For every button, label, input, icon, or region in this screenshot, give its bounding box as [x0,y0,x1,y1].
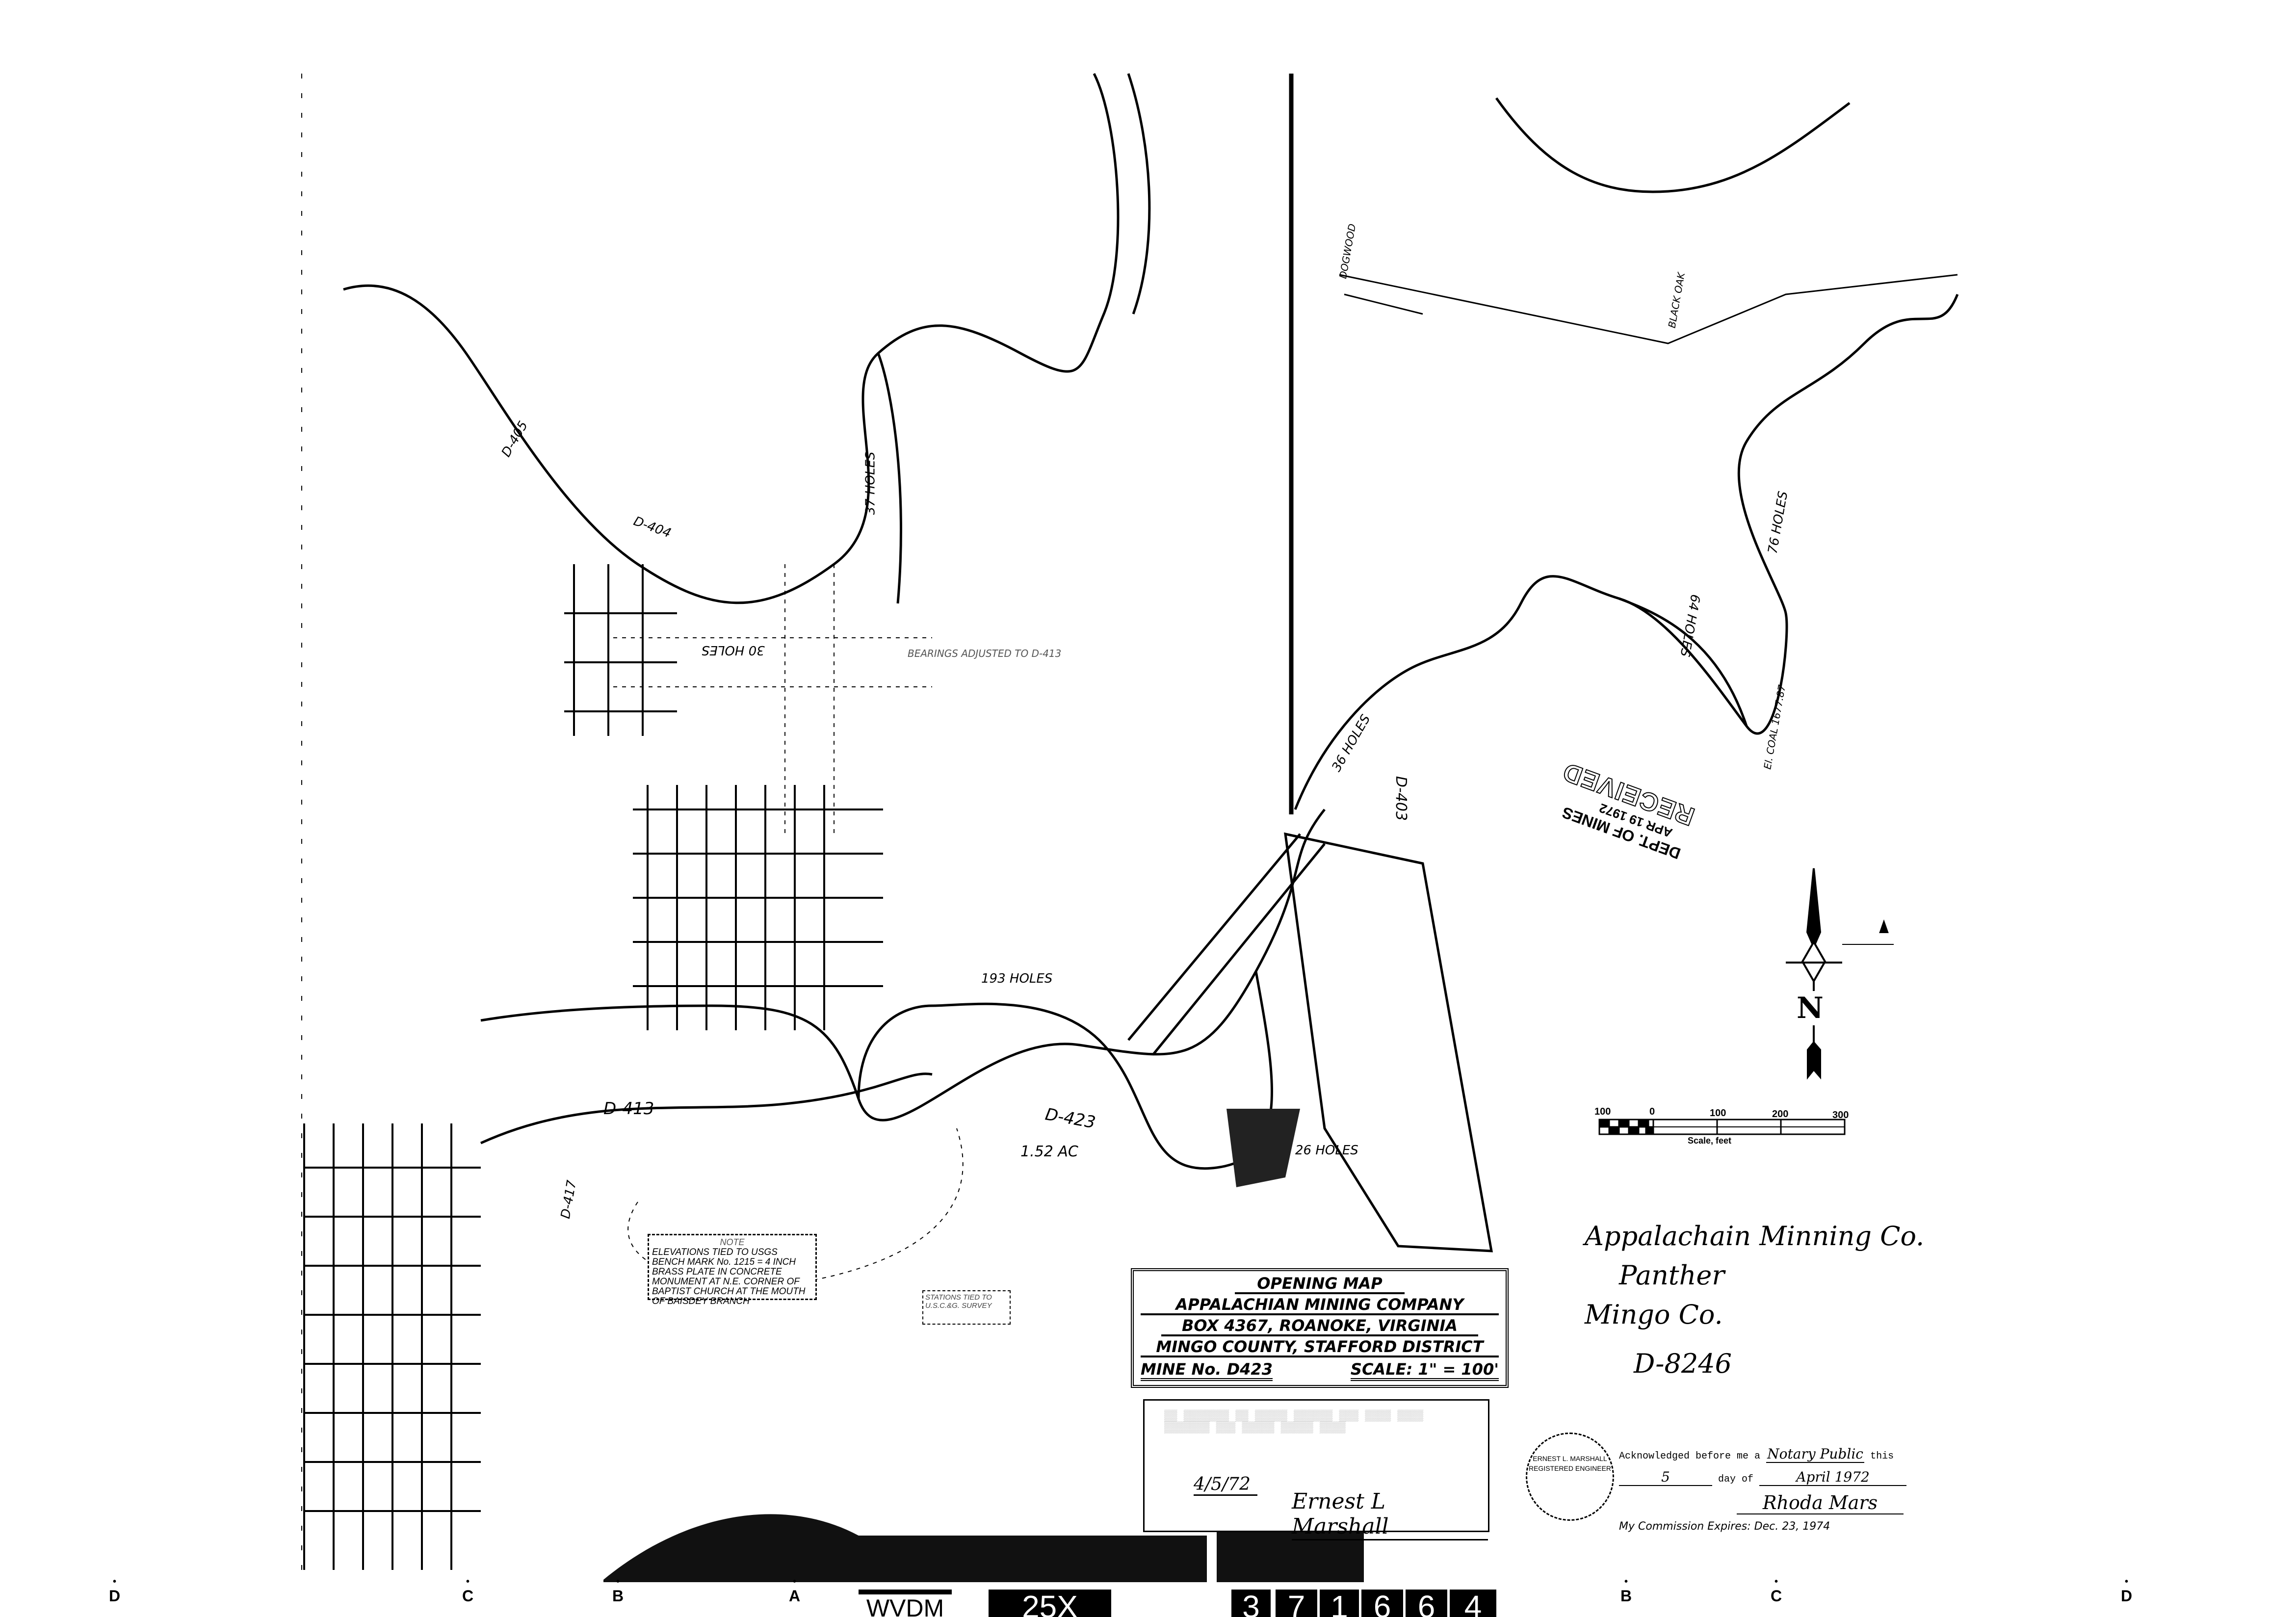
compass-north-label: N [1797,991,1824,1025]
commission-expiry: My Commission Expires: Dec. 23, 1974 [1619,1520,1830,1533]
stations-note-text: STATIONS TIED TO U.S.C.&G. SURVEY [925,1293,992,1310]
film-digit-box: 7 [1276,1590,1317,1617]
stations-note-box: STATIONS TIED TO U.S.C.&G. SURVEY [922,1290,1011,1325]
holes-label-30: 30 HOLES [702,643,765,657]
scale-tick: 300 [1832,1110,1849,1121]
grid-letter: A [789,1576,800,1605]
film-digit-box: 6 [1361,1590,1403,1617]
ack-day: 5 [1619,1469,1712,1486]
note-text: ELEVATIONS TIED TO USGS BENCH MARK No. 1… [652,1247,806,1306]
grid-letter: C [1771,1576,1782,1605]
ack-month-year: April 1972 [1759,1469,1907,1486]
film-digit-box: 6 [1406,1590,1447,1617]
scale-tick: 100 [1710,1108,1726,1119]
haulway-outline [1284,832,1493,1252]
outcrop-line-northeast [1495,97,1851,193]
outcrop-line-423 [857,971,1273,1170]
ack-officer: Notary Public [1766,1446,1865,1463]
film-series-box: 25X [989,1590,1111,1617]
outcrop-line-central-2 [480,1072,933,1145]
holes-label-193: 193 HOLES [981,971,1053,986]
grid-letter: B [1620,1576,1632,1605]
scale-bar [1598,1119,1846,1135]
film-digit-box: 3 [1231,1590,1271,1617]
certification-box: ▒▒ ▒▒▒▒▒▒▒ ▒▒ ▒▒▒▒▒ ▒▒▒▒▒▒ ▒▒▒ ▒▒▒▒ ▒▒▒▒… [1143,1399,1489,1540]
scale-tick: 100 [1594,1106,1611,1117]
survey-line-ne [1339,274,1958,344]
holes-label-26: 26 HOLES [1295,1143,1358,1158]
outcrop-line-north [343,73,1120,604]
note-header: NOTE [720,1237,745,1247]
film-digit-box: 4 [1450,1590,1496,1617]
scale-tick: 200 [1772,1109,1789,1120]
elevation-note-box: NOTE ELEVATIONS TIED TO USGS BENCH MARK … [648,1234,817,1306]
film-digit-box: 1 [1320,1590,1359,1617]
handwritten-note: Appalachain Minning Co. Panther Mingo Co… [1585,1217,1924,1383]
pillar-workings-central [564,564,883,1030]
notary-acknowledgement: Acknowledged before me a Notary Public t… [1619,1440,1923,1539]
map-location: MINGO COUNTY, STAFFORD DISTRICT [1141,1338,1499,1357]
survey-line-dogwood [1344,293,1423,315]
outcrop-line-east [1294,294,1959,810]
acreage-label: 1.52 AC [1020,1143,1078,1160]
film-label-wvdm: WVDM [859,1590,952,1617]
property-lines [613,564,964,1285]
scan-smudge-bottom [603,1514,1207,1582]
north-arrow-icon [1786,868,1894,1080]
handwritten-file-number: D-8246 [1634,1348,1732,1379]
notary-signature: Rhoda Mars [1737,1492,1904,1514]
pillar-workings-west [303,1123,481,1570]
handwritten-county: Mingo Co. [1585,1299,1723,1330]
outcrop-line-east-2 [1618,597,1748,727]
outcrop-line-north-2 [877,353,902,604]
handwritten-mine-name: Panther [1619,1260,1725,1291]
company-address: BOX 4367, ROANOKE, VIRGINIA [1161,1317,1478,1336]
bearing-note: BEARINGS ADJUSTED TO D-413 [908,648,1062,659]
engineer-signature: Ernest L Marshall [1292,1489,1488,1540]
handwritten-company: Appalachain Minning Co. [1585,1221,1925,1252]
ack-prefix: Acknowledged before me a [1619,1451,1761,1462]
outcrop-line-north-3 [1127,73,1151,314]
ack-this: this [1870,1451,1894,1462]
holes-label-37: 37 HOLES [863,451,878,515]
ack-day-of: day of [1718,1474,1754,1485]
mine-label-d403: D-403 [1392,776,1410,821]
certification-faded-text: ▒▒ ▒▒▒▒▒▒▒ ▒▒ ▒▒▒▒▒ ▒▒▒▒▒▒ ▒▒▒ ▒▒▒▒ ▒▒▒▒… [1164,1410,1424,1434]
scan-smudge-central [1226,1109,1300,1187]
certification-date: 4/5/72 [1194,1474,1257,1496]
mine-number: MINE No. D423 [1141,1360,1273,1381]
scale-caption: Scale, feet [1688,1136,1732,1146]
engineer-seal: ERNEST L. MARSHALL REGISTERED ENGINEER [1526,1433,1614,1521]
map-title: OPENING MAP [1235,1275,1405,1294]
grid-letter: B [612,1576,624,1605]
scale-tick: 0 [1649,1106,1655,1117]
company-name: APPALACHIAN MINING COMPANY [1141,1296,1499,1315]
haulway-entries [1127,833,1326,1056]
seal-text: ERNEST L. MARSHALL REGISTERED ENGINEER [1528,1455,1612,1472]
grid-letter: D [2121,1576,2132,1605]
mine-label-d413: D-413 [603,1099,654,1119]
grid-letter: D [109,1576,120,1605]
map-scale: SCALE: 1" = 100' [1350,1360,1499,1381]
grid-letter: C [462,1576,473,1605]
title-block: OPENING MAP APPALACHIAN MINING COMPANY B… [1131,1268,1509,1388]
outcrop-line-central [480,808,1326,1121]
